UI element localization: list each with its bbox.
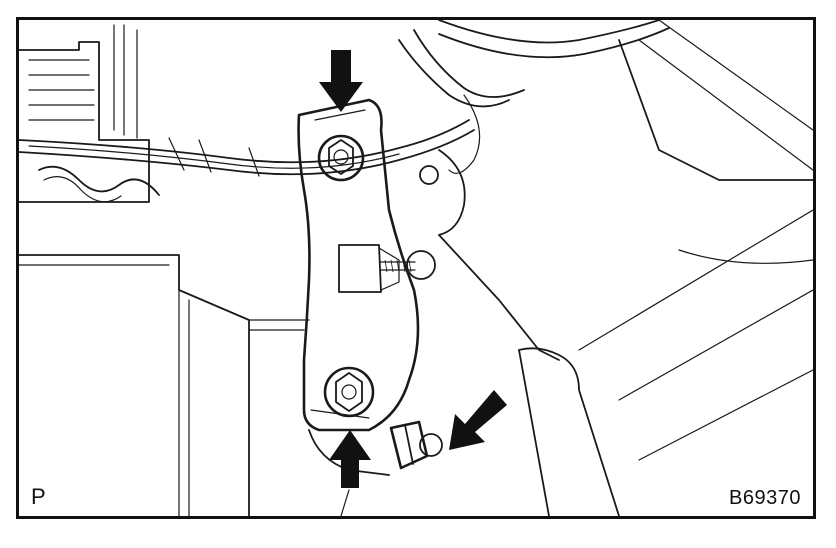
callout-arrows xyxy=(319,50,507,488)
side-clip xyxy=(380,250,436,280)
lower-bolt xyxy=(323,366,375,418)
arrow-bottom-up xyxy=(329,430,371,488)
corner-label-left: P xyxy=(31,484,46,509)
right-panels xyxy=(419,20,813,516)
lower-nut xyxy=(389,420,443,470)
arrow-top-down xyxy=(319,50,363,112)
figure-code-label: B69370 xyxy=(729,487,801,509)
upper-bolt xyxy=(317,134,365,182)
illustration-frame: P B69370 xyxy=(16,17,816,519)
arrow-right-diagonal xyxy=(449,390,507,450)
mechanical-drawing xyxy=(19,20,813,516)
left-housing xyxy=(19,24,250,516)
wire-harness xyxy=(19,20,670,177)
